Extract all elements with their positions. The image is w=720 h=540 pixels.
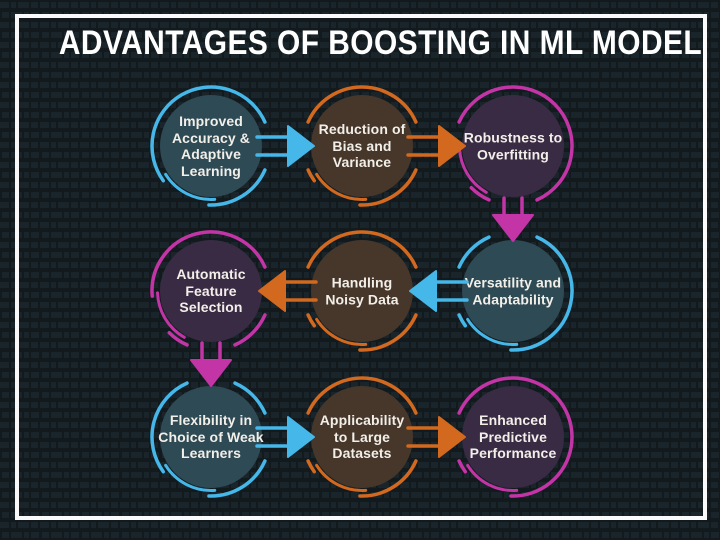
node-flexibility-weak-learners: Flexibility in Choice of Weak Learners	[141, 367, 281, 507]
slide-title-text: ADVANTAGES OF BOOSTING IN ML MODEL	[58, 24, 703, 62]
node-ring-reduction-bias-variance	[306, 85, 418, 207]
node-reduction-bias-variance: Reduction of Bias and Variance	[292, 76, 432, 216]
node-ring-automatic-feature-selection	[150, 230, 267, 347]
node-ring-handling-noisy-data	[306, 230, 418, 352]
node-enhanced-predictive-performance: Enhanced Predictive Performance	[443, 367, 583, 507]
slide-border-frame	[15, 14, 707, 520]
node-ring-improved-accuracy	[150, 85, 267, 207]
arrow-improved-to-reduction	[255, 122, 319, 170]
node-ring-applicability-large-datasets	[306, 376, 418, 498]
slide-title: ADVANTAGES OF BOOSTING IN ML MODEL	[15, 24, 707, 63]
arrow-flexibility-to-applicability	[255, 413, 319, 461]
node-label: Enhanced Predictive Performance	[469, 412, 557, 462]
node-label: Reduction of Bias and Variance	[318, 121, 406, 171]
node-ring-versatility-adaptability	[457, 235, 574, 352]
arrow-automatic-to-flexibility	[187, 341, 235, 389]
node-label: Robustness to Overfitting	[463, 129, 563, 162]
node-improved-accuracy: Improved Accuracy & Adaptive Learning	[141, 76, 281, 216]
node-ring-robustness-overfitting	[457, 85, 574, 202]
node-label: Handling Noisy Data	[325, 274, 399, 307]
arrow-robustness-to-versatility	[489, 196, 537, 244]
arrow-reduction-to-robustness	[406, 122, 470, 170]
node-label: Automatic Feature Selection	[176, 266, 246, 316]
arrow-handling-to-automatic	[254, 267, 318, 315]
node-automatic-feature-selection: Automatic Feature Selection	[141, 221, 281, 361]
node-label: Flexibility in Choice of Weak Learners	[158, 412, 264, 462]
node-ring-flexibility-weak-learners	[150, 381, 267, 498]
arrow-applicability-to-enhanced	[406, 413, 470, 461]
node-handling-noisy-data: Handling Noisy Data	[292, 221, 432, 361]
node-robustness-overfitting: Robustness to Overfitting	[443, 76, 583, 216]
node-label: Applicability to Large Datasets	[319, 412, 405, 462]
node-applicability-large-datasets: Applicability to Large Datasets	[292, 367, 432, 507]
node-versatility-adaptability: Versatility and Adaptability	[443, 221, 583, 361]
node-label: Improved Accuracy & Adaptive Learning	[171, 112, 251, 179]
node-ring-enhanced-predictive-performance	[457, 376, 574, 498]
arrow-versatility-to-handling	[405, 267, 469, 315]
node-label: Versatility and Adaptability	[464, 274, 562, 307]
